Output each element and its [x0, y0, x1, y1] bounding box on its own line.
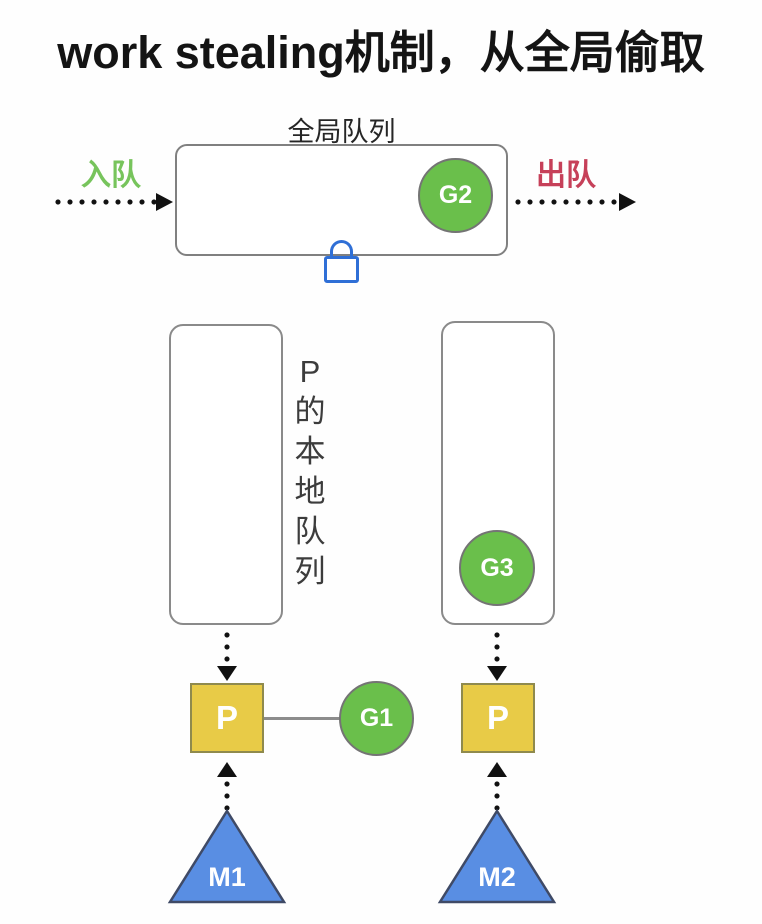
- enqueue-arrowhead-icon: [156, 193, 173, 211]
- page-title: work stealing机制，从全局偷取: [57, 27, 705, 78]
- arrow-dots: [224, 629, 230, 665]
- arrow-dots: [494, 629, 500, 665]
- down-arrowhead-icon: [217, 666, 237, 681]
- machine-to-processor-arrow-right: [487, 762, 507, 810]
- arrow-dots: [494, 778, 500, 810]
- processor-right-label: P: [486, 699, 509, 736]
- machine-triangle-icon: [437, 808, 557, 904]
- processor-box-left: P: [190, 683, 264, 753]
- queue-to-processor-arrow-left: [217, 629, 237, 681]
- machine-m1: M1: [167, 808, 287, 905]
- down-arrowhead-icon: [487, 666, 507, 681]
- enqueue-label: 入队: [81, 159, 141, 192]
- goroutine-g2: G2: [418, 158, 493, 233]
- goroutine-g2-label: G2: [438, 181, 473, 209]
- global-queue-label: 全局队列: [287, 117, 396, 147]
- machine-m2: M2: [437, 808, 557, 905]
- caption-char: 列: [294, 554, 326, 589]
- machine-triangle-icon: [167, 808, 287, 904]
- up-arrowhead-icon: [487, 762, 507, 777]
- enqueue-arrow: [52, 192, 173, 212]
- caption-char: 本: [294, 434, 326, 469]
- dequeue-arrow-dots: [512, 199, 619, 205]
- caption-char: 队: [294, 514, 326, 549]
- goroutine-g1: G1: [339, 681, 414, 756]
- caption-char: 地: [294, 474, 326, 509]
- goroutine-g1-label: G1: [359, 704, 394, 732]
- goroutine-g3: G3: [459, 530, 535, 606]
- caption-char: 的: [294, 394, 326, 429]
- dequeue-arrow: [512, 192, 636, 212]
- machine-to-processor-arrow-left: [217, 762, 237, 810]
- arrow-dots: [224, 778, 230, 810]
- up-arrowhead-icon: [217, 762, 237, 777]
- enqueue-arrow-dots: [52, 199, 156, 205]
- queue-to-processor-arrow-right: [487, 629, 507, 681]
- processor-left-label: P: [215, 699, 238, 736]
- machine-m1-label: M1: [208, 862, 246, 892]
- processor-goroutine-connector: [264, 717, 340, 720]
- local-queue-left: [169, 324, 283, 625]
- local-queue-caption: P 的 本 地 队 列: [288, 352, 332, 592]
- goroutine-g3-label: G3: [480, 553, 514, 582]
- caption-char: P: [299, 354, 321, 389]
- machine-m2-label: M2: [478, 862, 516, 892]
- lock-icon-body: [324, 256, 359, 283]
- dequeue-arrowhead-icon: [619, 193, 636, 211]
- lock-icon: [330, 240, 353, 259]
- dequeue-label: 出队: [536, 159, 596, 192]
- processor-box-right: P: [461, 683, 535, 753]
